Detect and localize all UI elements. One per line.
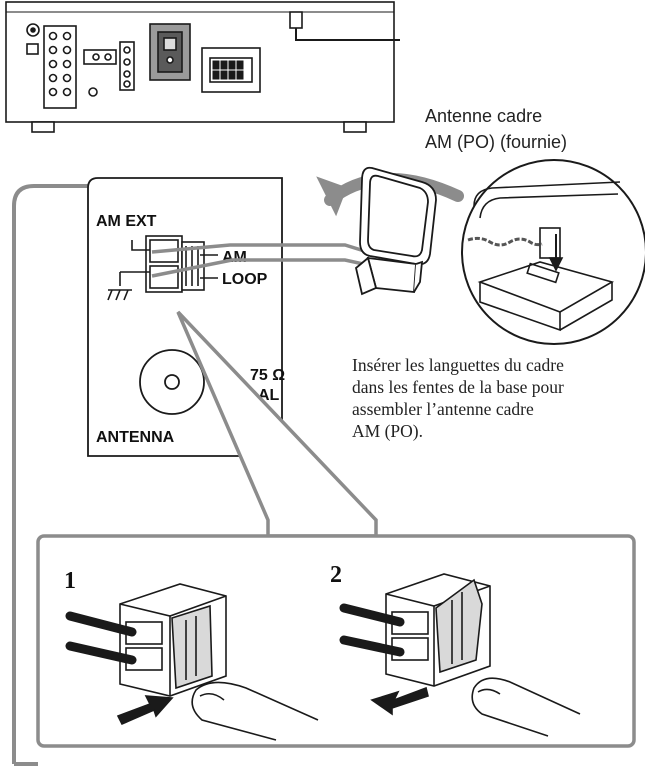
caption-assembly-line4: AM (PO). <box>352 421 423 441</box>
caption-assembly-line2: dans les fentes de la base pour <box>352 377 564 397</box>
receiver-jack-block <box>43 25 77 109</box>
label-antenna: ANTENNA <box>96 429 175 446</box>
receiver-foot-right <box>343 121 367 133</box>
step-1-number: 1 <box>64 568 76 594</box>
callout-outline <box>12 184 92 766</box>
twisted-wire-icon <box>467 236 543 247</box>
label-am: AM <box>222 249 247 266</box>
push-arrow-icon <box>116 695 174 726</box>
loop-antenna-icon <box>316 166 464 296</box>
label-loop: LOOP <box>222 271 268 288</box>
caption-loop-antenna-line2: AM (PO) (fournie) <box>425 132 568 152</box>
label-am-ext: AM EXT <box>96 213 157 230</box>
release-arrow-icon <box>370 686 429 716</box>
caption-loop-antenna-line1: Antenne cadre <box>425 106 543 126</box>
receiver-rear-panel <box>5 1 400 133</box>
receiver-speaker-terminals <box>119 41 135 91</box>
am-terminal-block <box>145 235 205 293</box>
receiver-knob-icon <box>88 87 98 97</box>
receiver-multipin-connector <box>201 47 261 93</box>
assembly-inset <box>461 159 645 345</box>
caption-assembly-line1: Insérer les languettes du cadre <box>352 355 564 375</box>
step-2-connector-icon <box>339 573 581 737</box>
step-1-connector-icon <box>65 583 319 741</box>
coaxial-jack-icon <box>139 349 205 415</box>
ground-icon <box>107 289 132 301</box>
receiver-foot-left <box>31 121 55 133</box>
caption-assembly-line3: assembler l’antenne cadre <box>352 399 534 419</box>
label-75-ohm: 75 Ω <box>250 367 285 384</box>
step-2-number: 2 <box>330 562 342 588</box>
